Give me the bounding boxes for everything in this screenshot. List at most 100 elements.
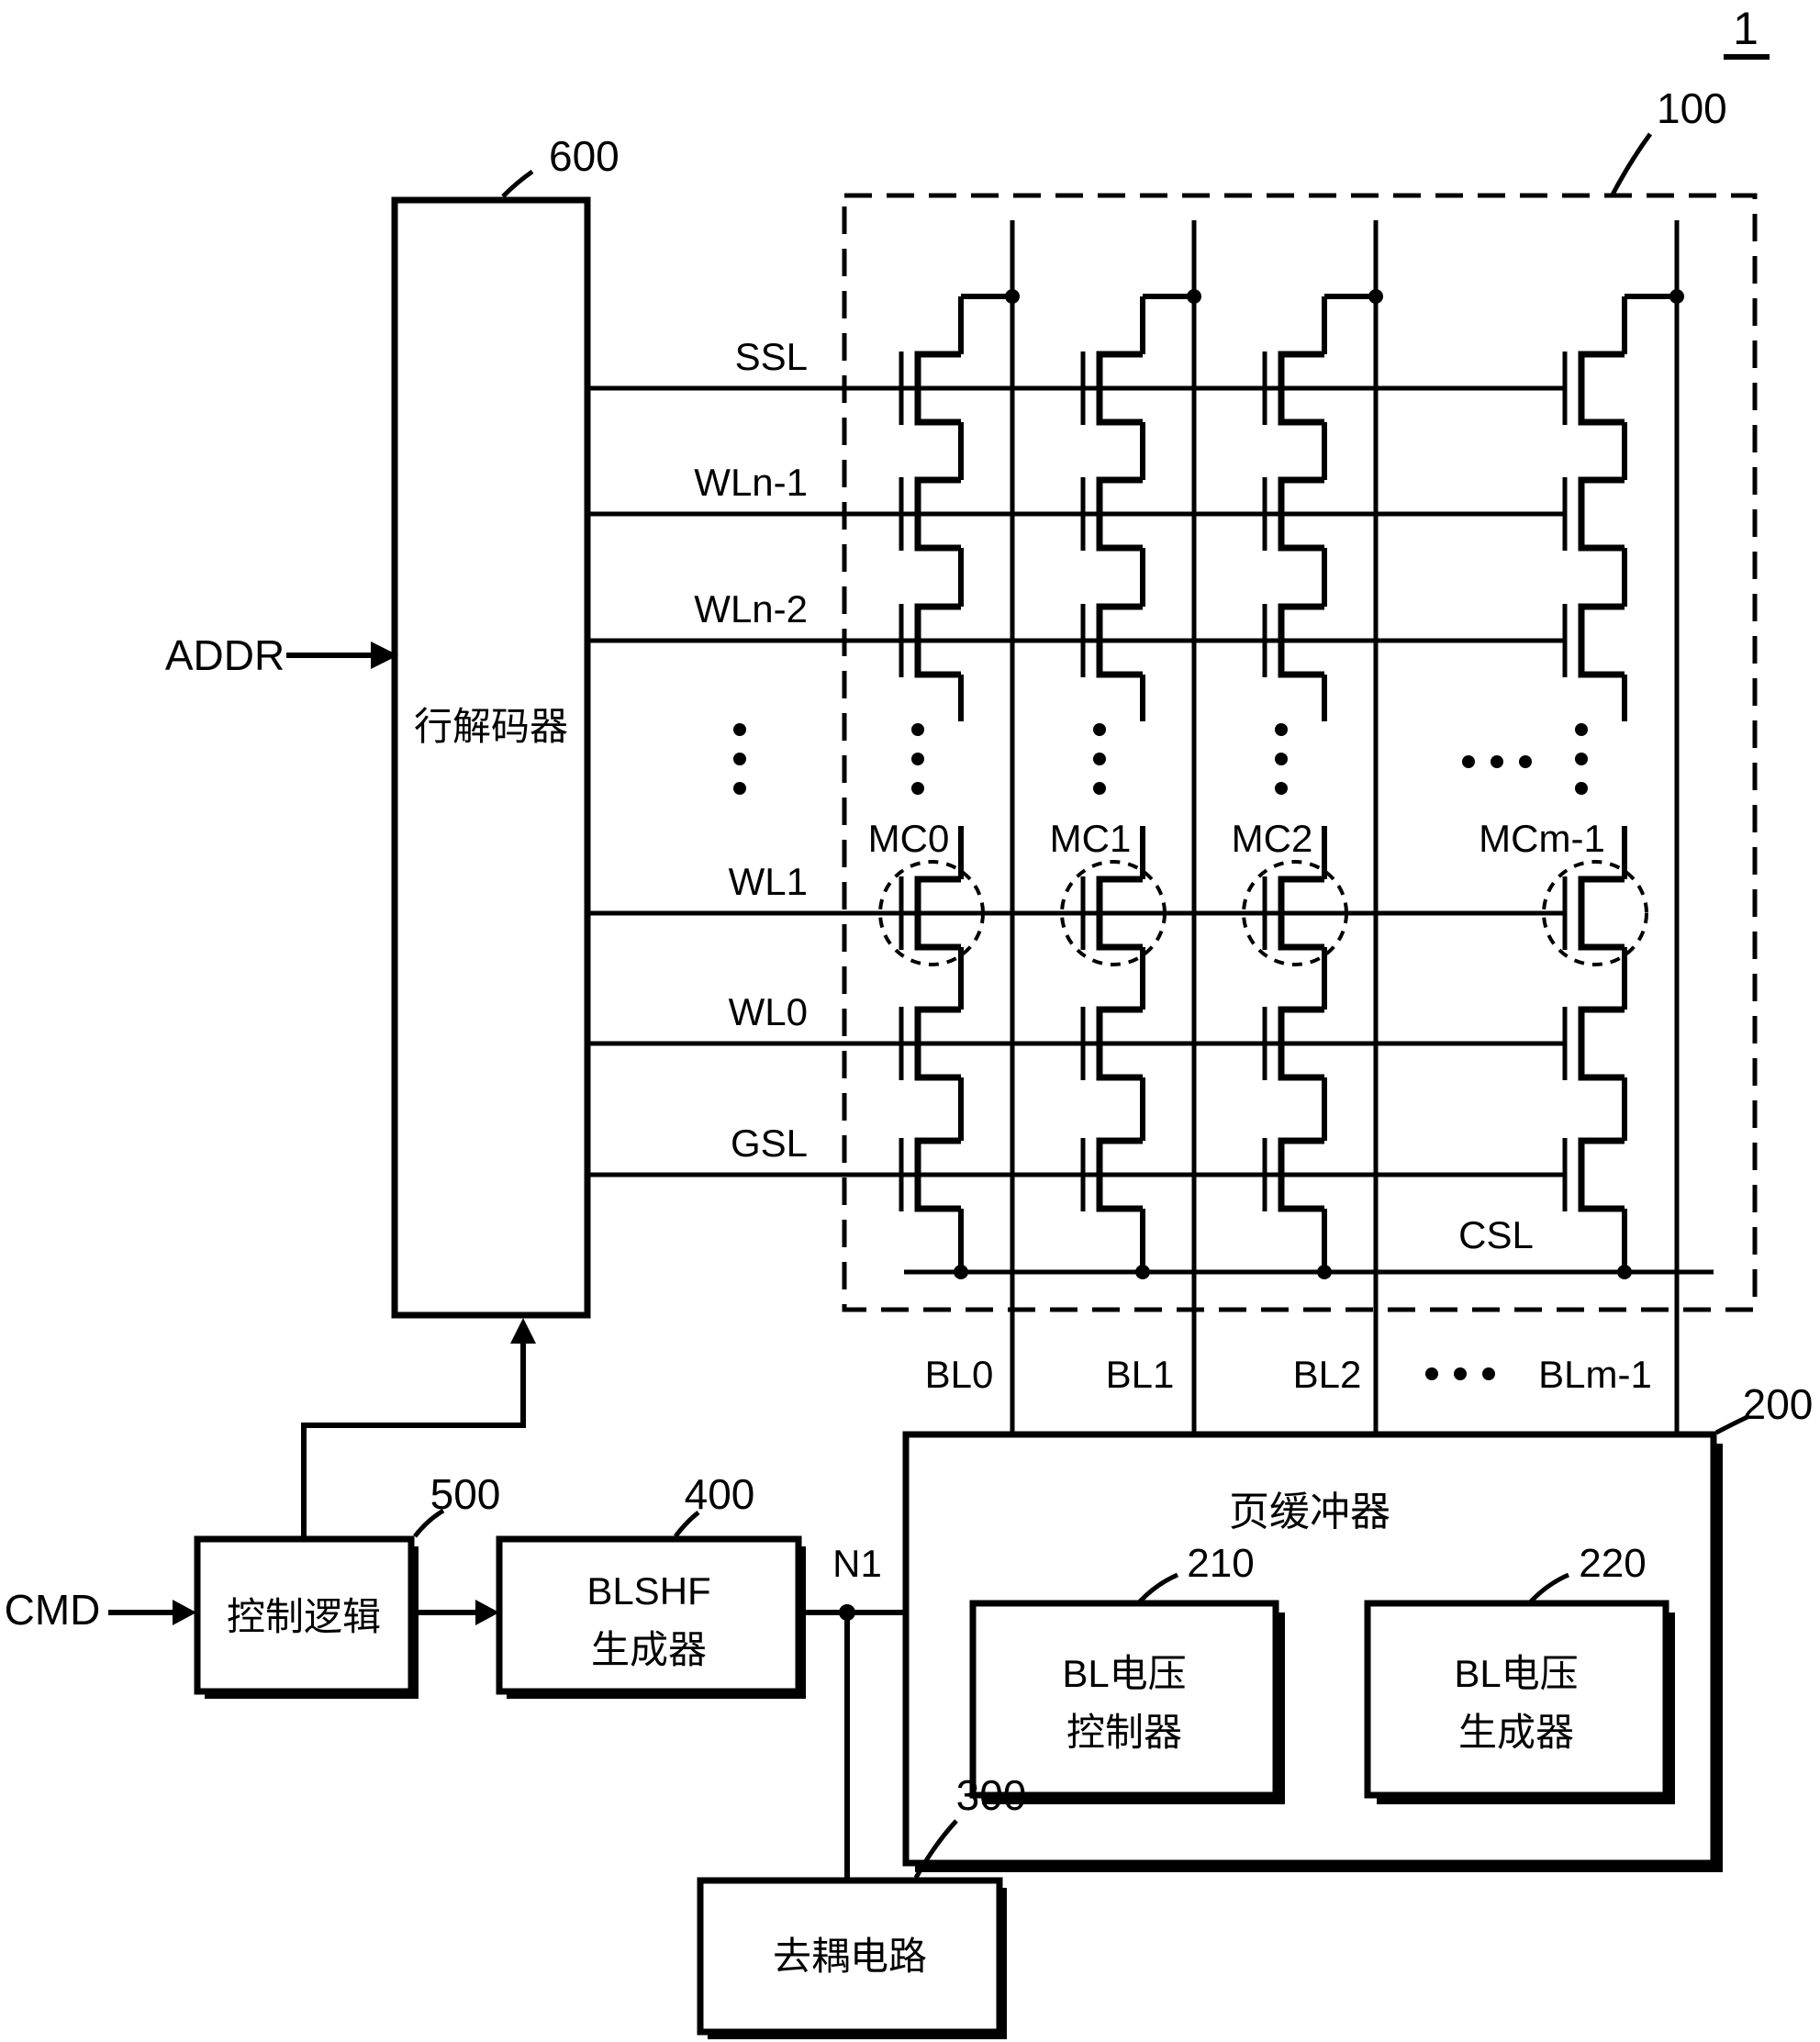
blshf-generator-line2: 生成器 <box>591 1628 707 1671</box>
row-decoder-ref: 600 <box>549 132 620 180</box>
control-logic-block: 控制逻辑 500 <box>194 1470 501 1699</box>
memory-cell-labels: MC0 MC1 MC2 MCm-1 <box>868 755 1605 860</box>
string-0-ellipsis-dot-2 <box>911 782 924 795</box>
string-2-transistor-3-channel <box>1278 876 1324 951</box>
memory-cell-3-highlight-circle <box>1542 860 1648 966</box>
wln-2-label: WLn-2 <box>694 587 808 630</box>
row-decoder-box <box>391 196 591 1319</box>
addr-input: ADDR <box>165 631 398 679</box>
string-3-ellipsis-dot-2 <box>1575 782 1588 795</box>
decoupling-circuit-block: 去耦电路 300 <box>697 1771 1027 2039</box>
control-row-decoder-path <box>301 1342 526 1539</box>
blshf-generator-box <box>496 1535 802 1695</box>
string-3-transistor-0-channel <box>1578 351 1625 426</box>
row-decoder-block: 行解码器 600 <box>391 132 620 1319</box>
nand-strings <box>878 220 1684 1434</box>
word-line-ellipsis-icon <box>733 723 746 795</box>
row-decoder-arrowhead-icon <box>510 1318 536 1344</box>
string-0-transistor-0-channel <box>914 351 961 426</box>
string-0-transistor-2-channel <box>914 603 961 678</box>
string-0-transistor-1-channel <box>914 476 961 552</box>
wln-1-label: WLn-1 <box>694 461 808 504</box>
string-2-ellipsis-dot-1 <box>1275 753 1288 765</box>
page-buffer-block: 页缓冲器 200 BL电压 控制器 210 BL电压 生成器 220 <box>902 1380 1813 1872</box>
string-3-ellipsis-dot-1 <box>1575 753 1588 765</box>
addr-arrowhead-icon <box>371 642 398 669</box>
memory-cell-0-highlight-circle <box>878 860 985 966</box>
string-3-transistor-3-channel <box>1578 876 1625 951</box>
memory-cell-1-highlight-circle <box>1060 860 1167 966</box>
bl-voltage-generator-block: BL电压 生成器 220 <box>1364 1541 1675 1804</box>
string-1-transistor-2-channel <box>1096 603 1143 678</box>
control-to-row-decoder-wire <box>301 1318 536 1539</box>
memory-cell-array-block: 100 <box>842 84 1758 1312</box>
blshf-generator-ref: 400 <box>685 1470 755 1518</box>
bl-voltage-generator-ref-leader <box>1529 1572 1570 1603</box>
blshf-arrowhead-icon <box>475 1600 499 1625</box>
bl2-label: BL2 <box>1293 1353 1362 1396</box>
bl-voltage-generator-line2: 生成器 <box>1458 1711 1574 1754</box>
string-0-ellipsis-dot-0 <box>911 723 924 736</box>
string-2-ellipsis-dot-0 <box>1275 723 1288 736</box>
decoupling-circuit-ref-leader <box>913 1819 958 1880</box>
string-3-bitline-junction-dot <box>1669 289 1684 304</box>
string-1-transistor-0-channel <box>1096 351 1143 426</box>
bl-voltage-controller-ref: 210 <box>1187 1541 1254 1586</box>
mc0-label: MC0 <box>868 817 950 860</box>
bl-voltage-controller-ref-leader <box>1138 1572 1179 1603</box>
row-decoder-ref-leader <box>501 169 534 198</box>
cmd-label: CMD <box>5 1586 101 1634</box>
bl-voltage-controller-block: BL电压 控制器 210 <box>969 1541 1285 1804</box>
string-1-transistor-4-channel <box>1096 1006 1143 1081</box>
bit-line-ellipsis-icon <box>1425 1367 1495 1380</box>
control-logic-box <box>194 1535 415 1695</box>
string-0-transistor-5-channel <box>914 1137 961 1212</box>
mc1-label: MC1 <box>1050 817 1132 860</box>
string-0-bitline-junction-dot <box>1005 289 1020 304</box>
figure-number-text: 1 <box>1733 3 1759 54</box>
control-logic-label: 控制逻辑 <box>227 1595 381 1638</box>
ssl-label: SSL <box>735 335 808 378</box>
n1-label: N1 <box>832 1542 882 1585</box>
control-logic-ref: 500 <box>430 1470 501 1518</box>
cmd-arrowhead-icon <box>173 1600 196 1625</box>
string-2-transistor-4-channel <box>1278 1006 1324 1081</box>
page-buffer-ref-leader <box>1714 1413 1751 1435</box>
addr-label: ADDR <box>165 631 285 679</box>
bl-voltage-generator-ref: 220 <box>1579 1541 1646 1586</box>
bl-voltage-controller-line1: BL电压 <box>1062 1652 1186 1695</box>
blshf-generator-block: BLSHF 生成器 400 <box>496 1470 806 1699</box>
decoupling-circuit-ref: 300 <box>956 1771 1027 1819</box>
bl0-label: BL0 <box>925 1353 994 1396</box>
n1-node: N1 <box>798 1542 906 1880</box>
control-logic-ref-leader <box>413 1508 445 1538</box>
bl-voltage-controller-line2: 控制器 <box>1066 1711 1182 1754</box>
gsl-label: GSL <box>731 1121 808 1165</box>
string-2-transistor-2-channel <box>1278 603 1324 678</box>
string-1-ellipsis-dot-1 <box>1093 753 1106 765</box>
string-0-ellipsis-dot-1 <box>911 753 924 765</box>
string-3-transistor-2-channel <box>1578 603 1625 678</box>
decoupling-circuit-box <box>697 1877 1003 2036</box>
control-to-blshf-wire <box>411 1600 499 1625</box>
string-2-transistor-5-channel <box>1278 1137 1324 1212</box>
blm-1-label: BLm-1 <box>1538 1353 1652 1396</box>
bl-voltage-controller-box <box>969 1600 1279 1799</box>
common-source-line: CSL <box>904 1213 1714 1275</box>
string-1-transistor-3-channel <box>1096 876 1143 951</box>
wl1-label: WL1 <box>729 860 808 903</box>
cell-array-ref-leader <box>1610 132 1653 196</box>
blshf-generator-line1: BLSHF <box>586 1569 710 1612</box>
cell-array-ref: 100 <box>1657 84 1727 132</box>
string-2-transistor-1-channel <box>1278 476 1324 552</box>
string-3-transistor-1-channel <box>1578 476 1625 552</box>
mcm-1-label: MCm-1 <box>1479 817 1605 860</box>
string-1-ellipsis-dot-0 <box>1093 723 1106 736</box>
mc2-label: MC2 <box>1232 817 1313 860</box>
blshf-generator-ref-leader <box>674 1511 700 1538</box>
bl1-label: BL1 <box>1106 1353 1175 1396</box>
string-1-bitline-junction-dot <box>1187 289 1201 304</box>
string-1-ellipsis-dot-2 <box>1093 782 1106 795</box>
